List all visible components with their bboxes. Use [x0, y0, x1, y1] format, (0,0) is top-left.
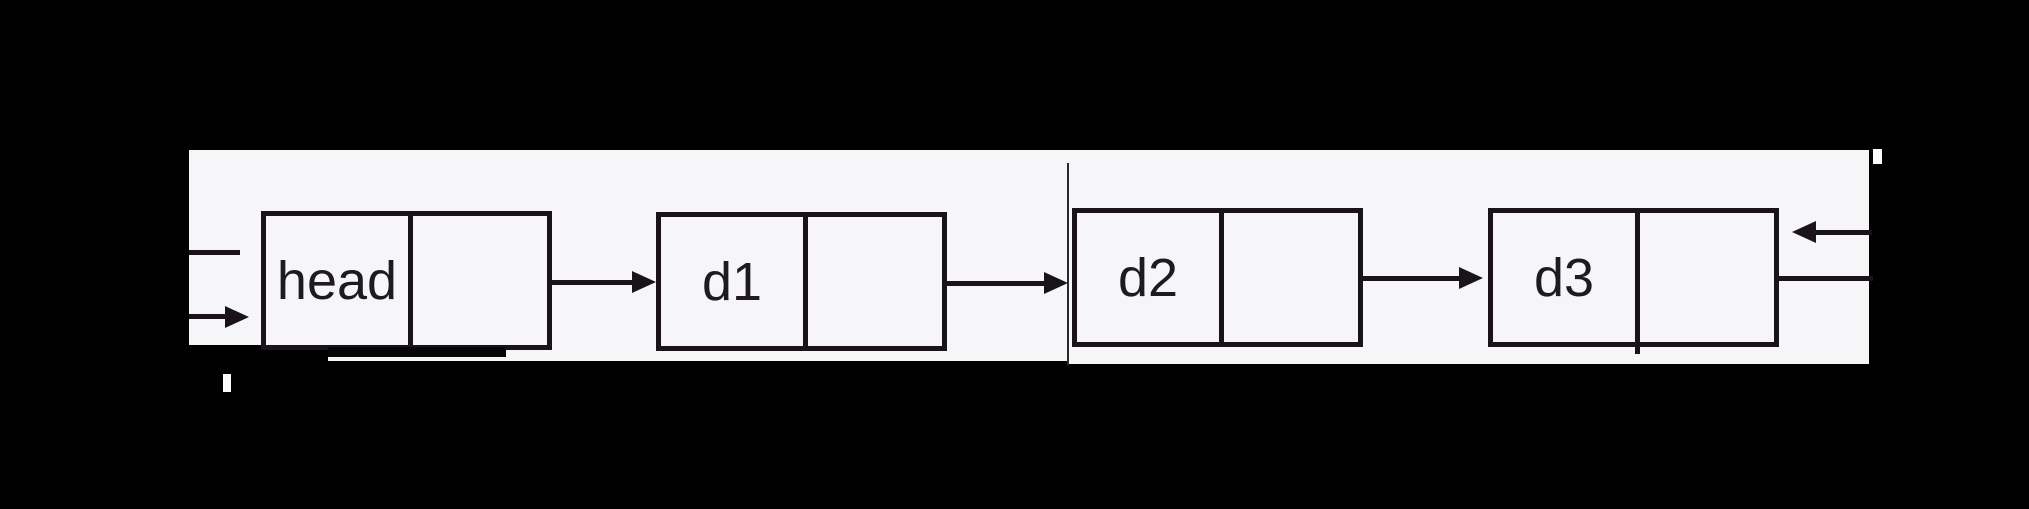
- tick-mark-bottom-left: [223, 374, 231, 392]
- incoming-arrowhead-icon: [225, 306, 249, 328]
- node-head-data-cell: head: [266, 216, 413, 345]
- d3-outgoing-line: [1779, 276, 1873, 281]
- node-d1-label: d1: [701, 251, 763, 312]
- right-edge-back-arrowhead-icon: [1792, 221, 1816, 243]
- node-d3-divider-stub: [1635, 347, 1640, 354]
- panel-seam-line: [1067, 163, 1069, 365]
- node-d1-data-cell: d1: [661, 217, 808, 346]
- arrow-d1-to-d2-shaft: [947, 281, 1045, 286]
- arrow-head-to-d1-arrowhead-icon: [632, 271, 656, 293]
- incoming-line-top: [189, 250, 240, 255]
- node-head: head: [261, 211, 552, 350]
- node-head-pointer-cell: [413, 216, 547, 345]
- right-edge-back-arrow-shaft: [1816, 230, 1872, 235]
- arrow-d2-to-d3-arrowhead-icon: [1459, 267, 1483, 289]
- arrow-d2-to-d3-shaft: [1363, 276, 1461, 281]
- node-d1-pointer-cell: [808, 217, 942, 346]
- node-d3-label: d3: [1533, 247, 1595, 308]
- node-d2-pointer-cell: [1224, 213, 1358, 342]
- node-d3: d3: [1488, 208, 1779, 347]
- tick-mark-top-right: [1873, 149, 1882, 164]
- arrow-head-to-d1-shaft: [552, 280, 634, 285]
- node-head-label: head: [276, 250, 398, 311]
- node-d1: d1: [656, 212, 947, 351]
- overlap-shadow-bar: [328, 347, 506, 357]
- arrow-d1-to-d2-arrowhead-icon: [1044, 272, 1068, 294]
- node-d3-data-cell: d3: [1493, 213, 1640, 342]
- node-d2: d2: [1072, 208, 1363, 347]
- incoming-arrow-shaft: [189, 314, 227, 319]
- node-d2-data-cell: d2: [1077, 213, 1224, 342]
- node-d2-label: d2: [1117, 247, 1179, 308]
- node-d3-pointer-cell: [1640, 213, 1774, 342]
